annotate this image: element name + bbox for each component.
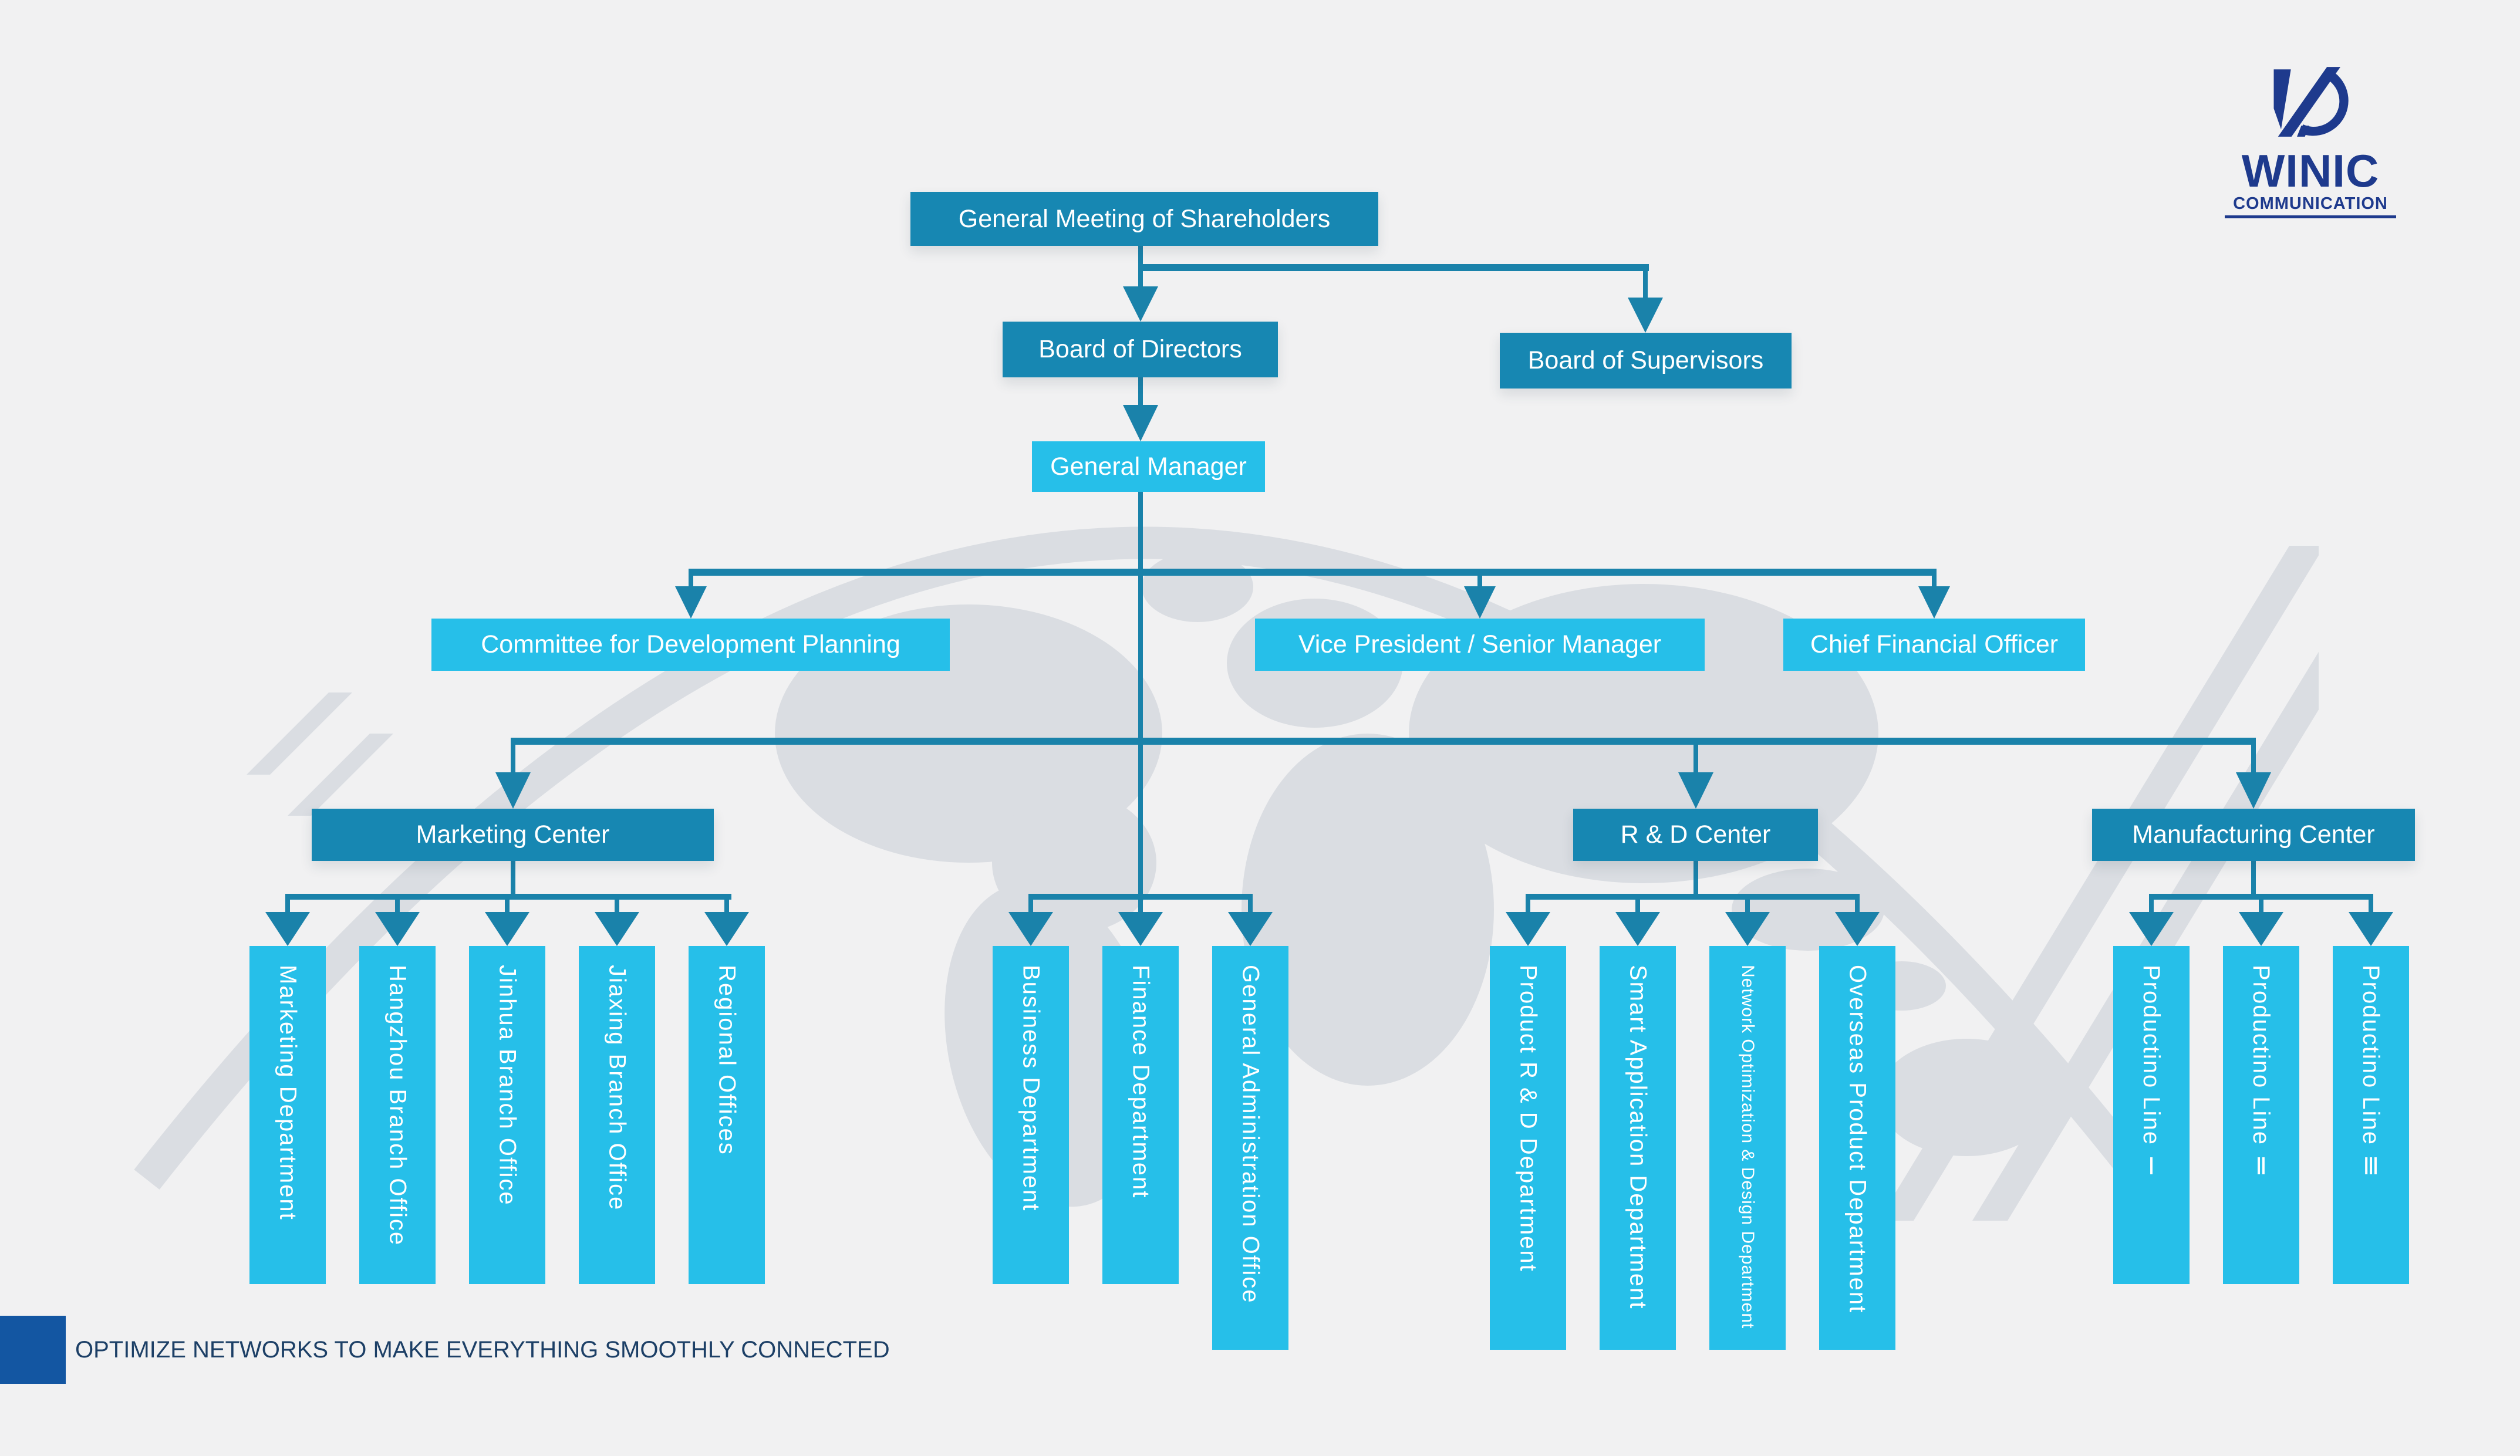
node-jinhua-branch-office: Jinhua Branch Office (469, 946, 545, 1284)
connector-arrowhead-icon (1678, 772, 1713, 809)
node-general-manager: General Manager (1032, 441, 1265, 492)
connector-arrow-stem (2149, 900, 2154, 912)
node-hangzhou-branch-office: Hangzhou Branch Office (359, 946, 436, 1284)
node-general-meeting-of-shareholders: General Meeting of Shareholders (910, 192, 1378, 246)
connector-arrowhead-icon (1918, 586, 1950, 619)
connector-arrowhead-icon (495, 772, 531, 809)
footer-accent-square (0, 1316, 66, 1384)
connector-line (689, 569, 1937, 576)
node-business-department: Business Department (993, 946, 1069, 1284)
logo-brand-text: WINIC (2241, 145, 2380, 197)
node-rd-center: R & D Center (1573, 809, 1818, 861)
node-committee-for-development-planning: Committee for Development Planning (431, 619, 950, 671)
node-regional-offices: Regional Offices (689, 946, 765, 1284)
winic-logo-icon (2273, 67, 2349, 137)
node-jiaxing-branch-office: Jiaxing Branch Office (579, 946, 655, 1284)
connector-arrowhead-icon (595, 912, 639, 946)
connector-line (2149, 894, 2373, 900)
connector-arrowhead-icon (1725, 912, 1770, 946)
node-product-rd-department: Product R & D Department (1490, 946, 1566, 1350)
connector-arrowhead-icon (1228, 912, 1273, 946)
connector-arrowhead-icon (375, 912, 420, 946)
node-board-of-supervisors: Board of Supervisors (1500, 333, 1792, 389)
connector-arrowhead-icon (1464, 586, 1496, 619)
logo-subtitle-text: COMMUNICATION (2233, 194, 2388, 213)
connector-arrow-stem (1248, 900, 1253, 912)
connector-arrow-stem (2251, 745, 2256, 772)
connector-line (1694, 861, 1698, 897)
node-general-administration-office: General Administration Office (1212, 946, 1288, 1350)
connector-arrowhead-icon (675, 586, 707, 619)
connector-arrow-stem (1138, 246, 1143, 286)
connector-arrowhead-icon (2236, 772, 2271, 809)
connector-arrowhead-icon (1506, 912, 1550, 946)
connector-line (1138, 492, 1143, 901)
connector-arrow-stem (285, 900, 290, 912)
connector-arrow-stem (2259, 900, 2263, 912)
connector-arrowhead-icon (1118, 912, 1163, 946)
connector-arrow-stem (1138, 377, 1143, 405)
connector-arrow-stem (689, 576, 693, 586)
connector-arrowhead-icon (265, 912, 310, 946)
connector-arrowhead-icon (1008, 912, 1053, 946)
connector-arrow-stem (1138, 900, 1143, 912)
node-production-line-1: Productino Line Ⅰ (2113, 946, 2190, 1284)
connector-line (1028, 894, 1253, 900)
connector-line (2251, 861, 2256, 897)
connector-arrow-stem (1932, 576, 1937, 586)
connector-arrow-stem (1477, 576, 1482, 586)
connector-arrowhead-icon (1628, 298, 1663, 333)
connector-arrow-stem (1643, 271, 1648, 298)
connector-arrow-stem (1694, 745, 1698, 772)
node-production-line-2: Productino Line Ⅱ (2223, 946, 2299, 1284)
connector-arrow-stem (505, 900, 510, 912)
connector-arrow-stem (511, 745, 515, 772)
connector-arrowhead-icon (2349, 912, 2393, 946)
connector-arrow-stem (1635, 900, 1640, 912)
connector-arrowhead-icon (704, 912, 749, 946)
connector-line (511, 861, 515, 897)
logo-underline (2225, 215, 2396, 218)
connector-arrowhead-icon (485, 912, 529, 946)
connector-arrow-stem (1028, 900, 1033, 912)
connector-arrowhead-icon (2239, 912, 2283, 946)
connector-arrow-stem (2369, 900, 2373, 912)
connector-arrow-stem (724, 900, 729, 912)
connector-arrowhead-icon (1835, 912, 1880, 946)
node-marketing-center: Marketing Center (312, 809, 714, 861)
connector-arrowhead-icon (2129, 912, 2174, 946)
connector-arrowhead-icon (1123, 405, 1158, 441)
connector-arrow-stem (1855, 900, 1860, 912)
connector-line (511, 738, 2256, 745)
node-overseas-product-department: Overseas Product Department (1819, 946, 1895, 1350)
connector-arrowhead-icon (1615, 912, 1660, 946)
connector-line (1526, 894, 1860, 900)
node-marketing-department: Marketing Department (249, 946, 326, 1284)
node-board-of-directors: Board of Directors (1003, 322, 1278, 377)
connector-arrow-stem (1745, 900, 1750, 912)
connector-arrow-stem (615, 900, 619, 912)
connector-line (1141, 264, 1649, 271)
connector-arrow-stem (395, 900, 400, 912)
footer-tagline: OPTIMIZE NETWORKS TO MAKE EVERYTHING SMO… (75, 1336, 890, 1363)
node-chief-financial-officer: Chief Financial Officer (1783, 619, 2085, 671)
connector-line (285, 894, 731, 900)
node-manufacturing-center: Manufacturing Center (2092, 809, 2415, 861)
company-logo: WINIC COMMUNICATION (2225, 66, 2396, 218)
connector-arrowhead-icon (1123, 286, 1158, 322)
node-smart-application-department: Smart Application Department (1600, 946, 1676, 1350)
connector-arrow-stem (1526, 900, 1530, 912)
node-vice-president-senior-manager: Vice President / Senior Manager (1255, 619, 1705, 671)
node-finance-department: Finance Department (1102, 946, 1179, 1284)
node-network-optimization-design-department: Network Optimization & Design Department (1709, 946, 1786, 1350)
node-production-line-3: Productino Line Ⅲ (2333, 946, 2409, 1284)
